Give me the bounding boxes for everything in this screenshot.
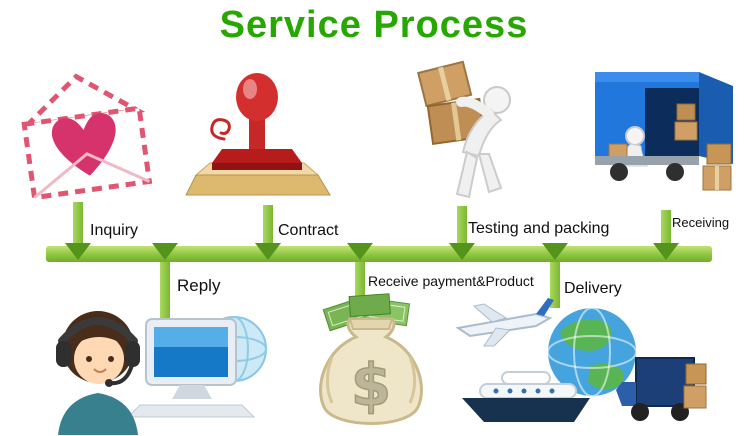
process-timeline-band xyxy=(46,246,712,262)
step-label-contract: Contract xyxy=(278,222,339,239)
arrow-down-icon xyxy=(255,243,281,260)
connector-stem-receiving xyxy=(661,210,671,246)
step-label-receiving: Receiving xyxy=(672,215,730,230)
truck-unloading-icon xyxy=(583,66,743,216)
connector-stem-contract xyxy=(263,205,273,246)
arrow-down-icon xyxy=(152,243,178,260)
page-title: Service Process xyxy=(219,4,529,46)
dollar-symbol: $ xyxy=(351,351,391,419)
step-label-receive-payment: Receive payment&Product xyxy=(368,273,534,289)
rubber-stamp-icon xyxy=(182,45,332,210)
envelope-heart-icon xyxy=(5,60,165,215)
step-label-inquiry: Inquiry xyxy=(90,222,139,239)
customer-support-agent-icon xyxy=(28,293,268,436)
arrow-down-icon xyxy=(65,243,91,260)
step-label-reply: Reply xyxy=(177,276,221,295)
step-label-testing-and-packing: Testing and packing xyxy=(468,220,610,237)
arrow-down-icon xyxy=(449,243,475,260)
connector-stem-inquiry xyxy=(73,202,83,246)
worker-carrying-boxes-icon xyxy=(405,52,525,212)
arrow-down-icon xyxy=(347,243,373,260)
connector-stem-reply xyxy=(160,262,170,318)
arrow-down-icon xyxy=(542,243,568,260)
global-logistics-icon xyxy=(440,288,708,436)
arrow-down-icon xyxy=(653,243,679,260)
connector-stem-testing xyxy=(457,206,467,246)
step-label-delivery: Delivery xyxy=(564,280,622,297)
money-bag-icon: $ xyxy=(296,293,446,436)
connector-stem-payment xyxy=(355,262,365,302)
connector-stem-delivery xyxy=(550,262,560,308)
